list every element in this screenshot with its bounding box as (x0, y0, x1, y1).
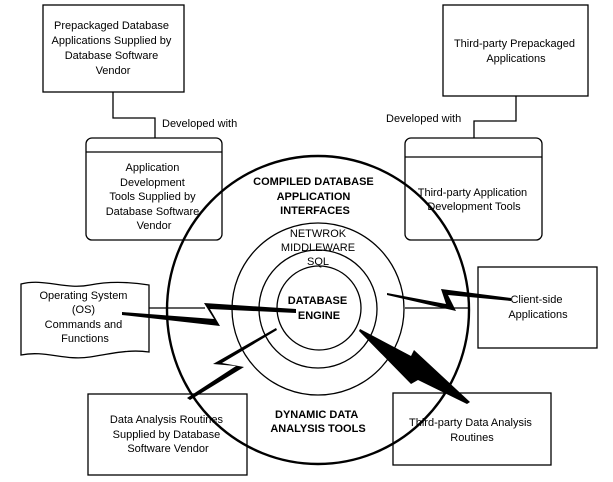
box-thirdparty-prepackaged-text: Third-party Prepackaged Applications (454, 38, 578, 65)
box-thirdparty-prepackaged (442, 4, 589, 97)
ring-label-network: NETWROK (290, 228, 347, 240)
ring-label-dynamic-analysis: DYNAMIC DATA ANALYSIS TOOLS (270, 409, 365, 435)
connector-right (473, 96, 517, 138)
lightning-bolt-client (387, 289, 511, 311)
box-os-commands-text: Operating System (OS) Commands and Funct… (39, 290, 130, 345)
box-prepackaged-vendor (42, 4, 185, 93)
box-app-dev-tools-vendor-text: Application Development Tools Supplied b… (106, 162, 203, 232)
box-thirdparty-data-analysis (392, 392, 552, 466)
connector-label-left: Developed with (162, 118, 237, 130)
ring-label-compiled-interfaces: COMPILED DATABASE APPLICATION INTERFACES (253, 176, 377, 217)
lightning-bolt-thirdparty-analysis (359, 329, 470, 404)
box-thirdparty-dev-tools-text: Third-party Application Development Tool… (418, 187, 531, 213)
database-engine-core (276, 265, 362, 351)
box-data-analysis-vendor-text: Data Analysis Routines Supplied by Datab… (110, 414, 226, 455)
box-client-side (477, 266, 598, 349)
box-os-commands (20, 281, 150, 359)
database-engine-label: DATABASE ENGINE (288, 295, 351, 322)
box-prepackaged-vendor-text: Prepackaged Database Applications Suppli… (52, 20, 175, 77)
lightning-bolt-os (122, 303, 296, 326)
lightning-bolt-data-analysis-vendor (187, 328, 277, 400)
box-data-analysis-vendor (87, 393, 248, 476)
box-client-side-text: Client-side Applications (508, 294, 568, 321)
box-thirdparty-data-analysis-text: Third-party Data Analysis Routines (409, 417, 535, 444)
connector-left (112, 92, 156, 138)
box-app-dev-tools-vendor (85, 137, 223, 241)
ring-label-sql: SQL (307, 256, 329, 268)
box-thirdparty-dev-tools (404, 137, 543, 241)
connector-label-right: Developed with (386, 113, 461, 125)
ring-label-middleware: MIDDLEWARE (281, 242, 355, 254)
compiled-interfaces-ring (165, 154, 471, 466)
